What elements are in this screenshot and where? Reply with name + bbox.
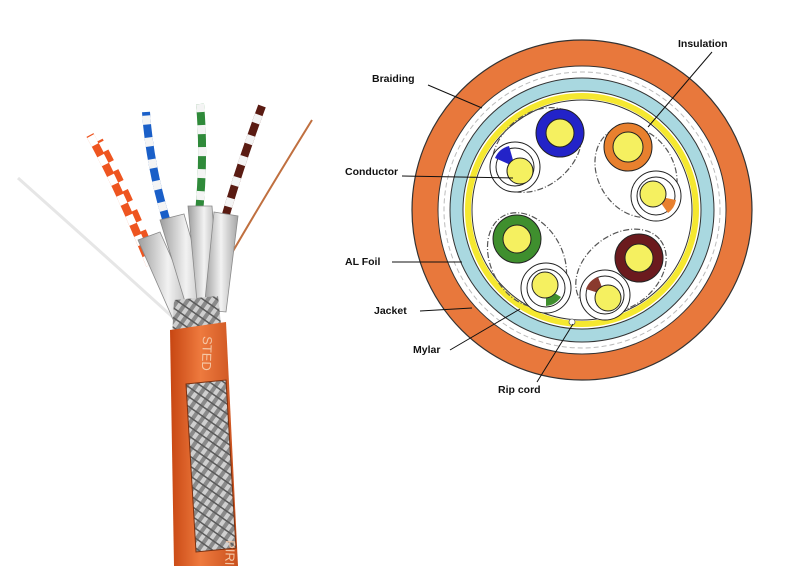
label-rip-cord: Rip cord [498,384,541,396]
braid-window [185,379,237,553]
conductor-brown [614,233,664,283]
label-mylar: Mylar [413,344,440,356]
green-pair [194,103,207,223]
rip-cord [568,318,576,326]
conductor-white-blue [489,141,541,193]
label-jacket: Jacket [374,305,407,317]
cable-print-upper: STED [199,336,215,371]
white-fiber-wire [17,176,180,324]
leader-lines [392,51,713,383]
conductor-white-brown [579,269,631,321]
conductor-green [492,214,542,264]
conductor-orange [603,122,653,172]
cable-photo: STED PIRI [17,103,313,566]
cable-print-lower: PIRI [222,540,238,566]
label-insulation: Insulation [678,38,728,50]
blue-pair [142,111,174,234]
conductor-white-orange [630,170,682,222]
conductor-white-green [520,262,572,314]
conductor-blue [535,108,585,158]
label-conductor: Conductor [345,166,398,178]
brown-pair [218,104,266,230]
label-braiding: Braiding [372,73,415,85]
label-al-foil: AL Foil [345,256,380,268]
cable-cross-section [411,39,753,381]
mylar-ring [465,93,699,327]
